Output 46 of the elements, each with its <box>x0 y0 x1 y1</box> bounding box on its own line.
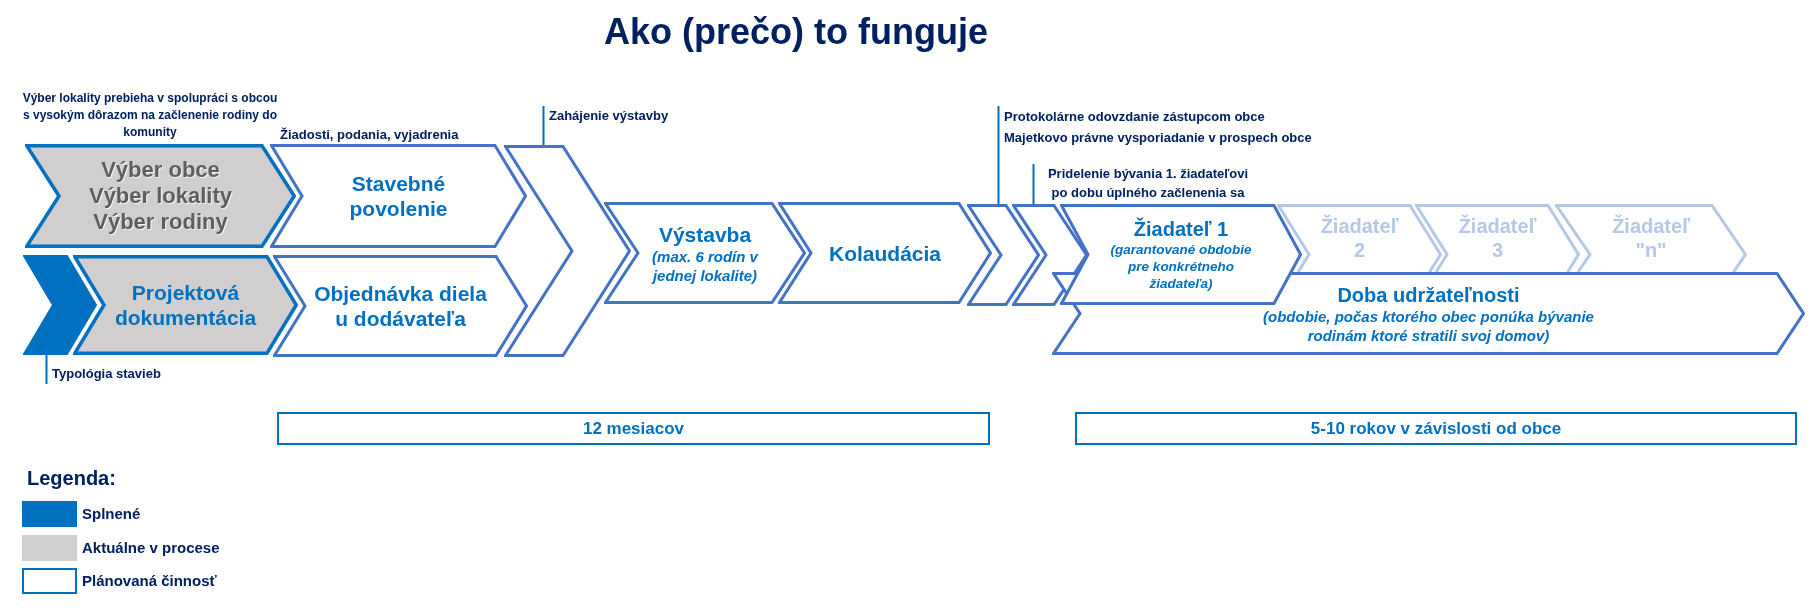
legend-title: Legenda: <box>27 466 116 491</box>
step-title: Výber obce <box>101 157 220 183</box>
process-step <box>1555 204 1747 272</box>
step-title: Projektová dokumentácia <box>113 280 258 330</box>
legend-label: Aktuálne v procese <box>82 538 220 558</box>
annotation-text: Žiadosti, podania, vyjadrenia <box>280 126 460 143</box>
annotation-text: Majetkovo právne vysporiadanie v prospech obce <box>1004 129 1312 147</box>
process-step <box>967 204 1040 306</box>
duration-bar: 12 mesiacov <box>277 412 990 445</box>
process-step <box>1415 204 1580 272</box>
process-step <box>273 255 528 357</box>
step-title: Doba udržateľnosti <box>1337 282 1520 307</box>
step-title: Stavebné povolenie <box>348 171 449 221</box>
leader-line <box>542 105 545 146</box>
annotation-text: Protokolárne odovzdanie zástupcom obce <box>1004 108 1265 126</box>
leader-line <box>997 105 1000 205</box>
step-title: Žiadateľ 1 <box>1133 217 1229 241</box>
step-title: Výber lokality <box>88 183 233 209</box>
step-title: Kolaudácia <box>828 240 941 266</box>
step-title: Objednávka diela u dodávateľa <box>313 281 488 331</box>
diagram-title: Ako (prečo) to funguje <box>604 10 988 54</box>
step-title: Výber rodiny <box>93 209 228 235</box>
duration-bar: 5-10 rokov v závislosti od obce <box>1075 412 1797 445</box>
process-step <box>504 145 631 357</box>
process-step <box>270 144 527 248</box>
process-step <box>25 144 296 248</box>
step-title: Žiadateľ "n" <box>1611 214 1691 262</box>
legend-label: Splnené <box>82 504 141 524</box>
process-step <box>23 255 97 355</box>
leader-line <box>1032 163 1035 205</box>
process-step <box>1277 204 1442 272</box>
annotation-text: Zahájenie výstavby <box>545 106 695 126</box>
step-title: Výstavba <box>658 221 752 247</box>
process-step <box>73 255 298 355</box>
annotation-text: Typológia stavieb <box>48 364 188 384</box>
legend-label: Plánovaná činnosť <box>82 571 217 591</box>
step-title: Žiadateľ 2 <box>1319 214 1400 262</box>
step-note: (obdobie, počas ktorého obec ponúka bývanie rodinám ktoré stratili svoj domov) <box>1262 306 1595 345</box>
leader-line <box>45 354 48 385</box>
step-note: (max. 6 rodín v jednej lokalite) <box>650 246 760 285</box>
step-title: Žiadateľ 3 <box>1457 214 1538 262</box>
process-step <box>604 202 806 304</box>
annotation-text: Výber lokality prebieha v spolupráci s obcou s vysokým dôrazom na začlenenie rodiny do komunity <box>22 90 278 141</box>
annotation-text: Pridelenie bývania 1. žiadateľovi po dobu úplného začlenenia sa <box>1035 164 1257 203</box>
step-note: (garantované obdobie pre konkrétneho žiadateľa) <box>1109 241 1253 292</box>
process-step <box>1012 204 1088 306</box>
